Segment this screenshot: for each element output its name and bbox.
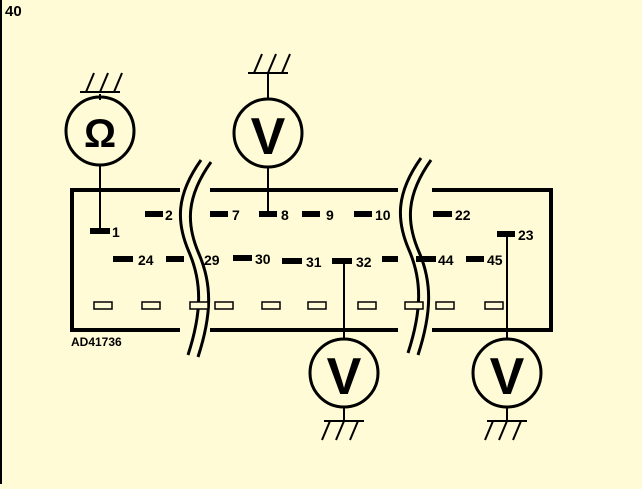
figure-reference-code: AD41736 xyxy=(71,335,122,349)
pin-label-23: 23 xyxy=(518,227,534,243)
volt-symbol: V xyxy=(327,348,362,406)
empty-slots-row xyxy=(93,301,504,310)
page-number: 40 xyxy=(5,3,22,20)
empty-slot xyxy=(141,301,161,310)
empty-slot xyxy=(404,301,424,310)
connector-body xyxy=(70,188,553,332)
pin-label-30: 30 xyxy=(255,251,271,267)
ohmmeter: Ω xyxy=(64,94,136,231)
ground-symbol-icon xyxy=(484,420,527,441)
ground-symbol-icon xyxy=(321,420,364,441)
empty-slot xyxy=(435,301,455,310)
pin-label-8: 8 xyxy=(281,207,289,223)
pin-label-29: 29 xyxy=(204,252,220,268)
empty-slot xyxy=(357,301,377,310)
ground-symbol-icon xyxy=(248,53,291,74)
pin-30 xyxy=(233,255,252,261)
middle-row-pins: 24 29 30 31 32 44 45 xyxy=(113,251,503,270)
pin-label-10: 10 xyxy=(375,207,391,223)
pin-label-1: 1 xyxy=(112,224,120,240)
empty-slot xyxy=(307,301,327,310)
ground-symbol-icon xyxy=(80,72,123,93)
pin-45 xyxy=(466,256,484,262)
voltmeter-pin-23: V xyxy=(471,234,543,421)
pin-22 xyxy=(433,211,452,217)
pin-label-32: 32 xyxy=(356,254,372,270)
empty-slot xyxy=(189,301,209,310)
empty-slot xyxy=(261,301,281,310)
break-symbol-left xyxy=(178,159,213,358)
voltmeter-pin-8: V xyxy=(232,73,304,214)
pin-label-9: 9 xyxy=(326,207,334,223)
pin-2 xyxy=(145,211,163,217)
pin-label-7: 7 xyxy=(232,207,240,223)
pin-label-31: 31 xyxy=(306,254,322,270)
pin-9 xyxy=(302,211,320,217)
pin-10 xyxy=(354,211,372,217)
pin-label-24: 24 xyxy=(138,252,154,268)
pin-44 xyxy=(416,256,436,262)
pin-31 xyxy=(282,258,302,264)
pin-7 xyxy=(210,211,228,217)
pin-label-45: 45 xyxy=(487,252,503,268)
pin-label-22: 22 xyxy=(455,207,471,223)
empty-slot xyxy=(214,301,234,310)
pin-label-2: 2 xyxy=(165,207,173,223)
volt-symbol: V xyxy=(251,108,286,166)
voltmeter-pin-32: V xyxy=(308,261,380,421)
pin-32 xyxy=(332,258,352,264)
pin-24 xyxy=(113,256,133,262)
empty-slot xyxy=(484,301,504,310)
pin-gap xyxy=(382,256,398,262)
ohm-symbol: Ω xyxy=(84,112,116,156)
volt-symbol: V xyxy=(490,348,525,406)
pin-label-44: 44 xyxy=(438,252,454,268)
empty-slot xyxy=(93,301,113,310)
top-row-pins: 1 2 7 8 9 10 22 23 xyxy=(90,207,534,243)
pin-29 xyxy=(166,256,184,262)
